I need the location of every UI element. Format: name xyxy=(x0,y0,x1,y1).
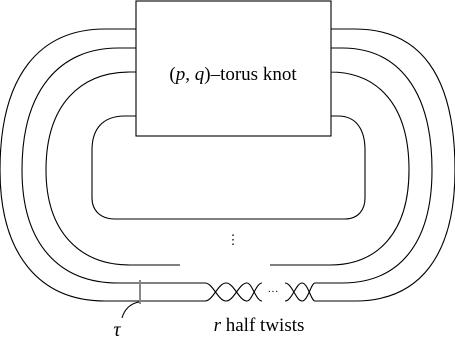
strand-right-2 xyxy=(315,47,433,284)
twist-crossing-3 xyxy=(284,282,316,302)
twist-crossing-1 xyxy=(204,282,263,302)
vertical-ellipsis: ⋮ xyxy=(227,232,240,247)
twist-crossing-2 xyxy=(204,282,263,302)
strand-left-outer xyxy=(0,28,205,302)
strand-left-inner xyxy=(91,115,215,220)
twist-crossing-4 xyxy=(284,282,316,302)
tau-leader-line xyxy=(121,301,140,319)
strand-right-3 xyxy=(270,71,410,266)
strand-left-2 xyxy=(21,47,205,284)
torus-knot-box xyxy=(135,0,332,137)
half-twists-label: r half twists xyxy=(214,315,305,336)
strand-left-3 xyxy=(45,71,180,266)
twist-region xyxy=(204,282,316,302)
tau-label: τ xyxy=(113,319,121,341)
strand-right-inner xyxy=(215,115,366,220)
twist-ellipsis: ··· xyxy=(268,286,279,298)
strand-right-outer xyxy=(315,28,455,302)
box-label: (p, q)–torus knot xyxy=(169,64,297,85)
